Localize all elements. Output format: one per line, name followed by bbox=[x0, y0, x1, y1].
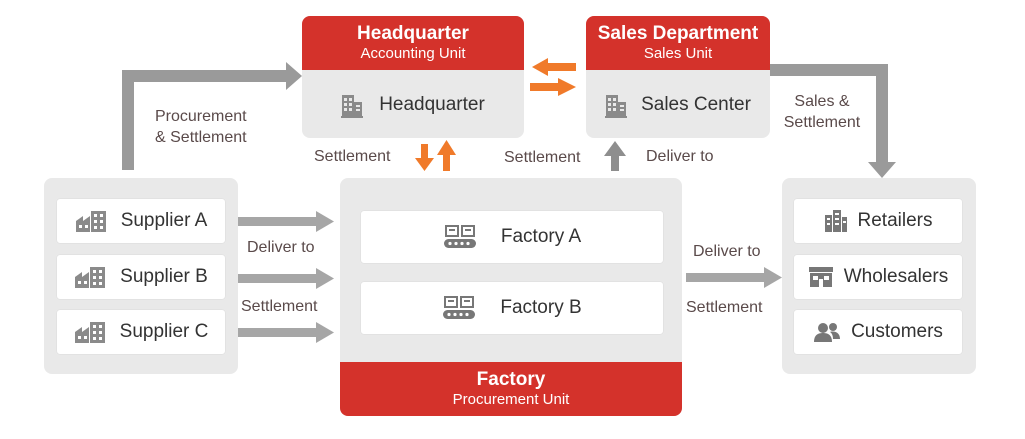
supplier-card-b: Supplier B bbox=[56, 254, 226, 300]
hq-sales-exchange-arrows bbox=[530, 58, 576, 96]
factory-card-b: Factory B bbox=[360, 281, 664, 335]
sales-item-label: Sales Center bbox=[641, 94, 751, 115]
factory-customer-arrow bbox=[686, 267, 782, 288]
headquarter-header: Headquarter Accounting Unit bbox=[302, 16, 524, 70]
sales-subtitle: Sales Unit bbox=[643, 45, 713, 62]
supplier-label: Supplier C bbox=[119, 321, 209, 342]
factory-icon bbox=[74, 320, 106, 344]
store-icon bbox=[808, 266, 834, 288]
building-icon bbox=[824, 209, 848, 233]
supplier-settlement-label: Settlement bbox=[241, 298, 318, 315]
customer-label: Customers bbox=[851, 321, 943, 342]
factory-item-label: Factory A bbox=[500, 226, 582, 247]
factory-icon bbox=[75, 209, 107, 233]
conveyor-icon bbox=[442, 296, 476, 320]
customer-settlement-label: Settlement bbox=[686, 299, 763, 316]
sales-title: Sales Department bbox=[597, 23, 759, 44]
sales-settlement-label: Sales & Settlement bbox=[777, 91, 867, 133]
headquarter-item-label: Headquarter bbox=[379, 94, 485, 115]
users-icon bbox=[813, 321, 841, 343]
customer-label: Wholesalers bbox=[843, 266, 949, 287]
procurement-arrow bbox=[122, 62, 302, 170]
factory-icon bbox=[74, 265, 106, 289]
procurement-label-line2: & Settlement bbox=[155, 129, 247, 146]
procurement-label-line1: Procurement bbox=[155, 108, 247, 125]
factory-item-label: Factory B bbox=[500, 297, 582, 318]
customer-deliver-label: Deliver to bbox=[693, 243, 761, 260]
supplier-deliver-label: Deliver to bbox=[247, 239, 315, 256]
procurement-label: Procurement & Settlement bbox=[155, 106, 247, 148]
building-icon bbox=[605, 92, 628, 118]
sales-settlement-label-line2: Settlement bbox=[783, 114, 861, 131]
supplier-card-c: Supplier C bbox=[56, 309, 226, 355]
conveyor-icon bbox=[443, 225, 477, 249]
customer-card-retailers: Retailers bbox=[793, 198, 963, 244]
sales-settlement-label-line1: Sales & bbox=[794, 93, 850, 110]
sales-header: Sales Department Sales Unit bbox=[586, 16, 770, 70]
supplier-card-a: Supplier A bbox=[56, 198, 226, 244]
supplier-factory-arrows bbox=[236, 211, 334, 343]
settlement-hq-arrows bbox=[415, 140, 456, 171]
customer-card-customers: Customers bbox=[793, 309, 963, 355]
supplier-label: Supplier A bbox=[120, 210, 208, 231]
factory-card-a: Factory A bbox=[360, 210, 664, 264]
customer-card-wholesalers: Wholesalers bbox=[793, 254, 963, 300]
settlement-hq-label: Settlement bbox=[314, 148, 391, 165]
headquarter-item: Headquarter bbox=[302, 80, 524, 130]
headquarter-subtitle: Accounting Unit bbox=[360, 45, 466, 62]
headquarter-title: Headquarter bbox=[357, 23, 469, 44]
supplier-label: Supplier B bbox=[120, 266, 208, 287]
factory-title: Factory bbox=[476, 369, 546, 390]
factory-subtitle: Procurement Unit bbox=[452, 391, 570, 408]
building-icon bbox=[341, 92, 364, 118]
sales-settlement-arrow bbox=[770, 64, 896, 178]
sales-item: Sales Center bbox=[586, 80, 770, 130]
settlement-sales-label: Settlement bbox=[504, 149, 581, 166]
customer-label: Retailers bbox=[857, 210, 933, 231]
settlement-sales-arrow bbox=[604, 141, 626, 171]
factory-footer: Factory Procurement Unit bbox=[340, 362, 682, 416]
deliver-sales-label: Deliver to bbox=[646, 148, 714, 165]
